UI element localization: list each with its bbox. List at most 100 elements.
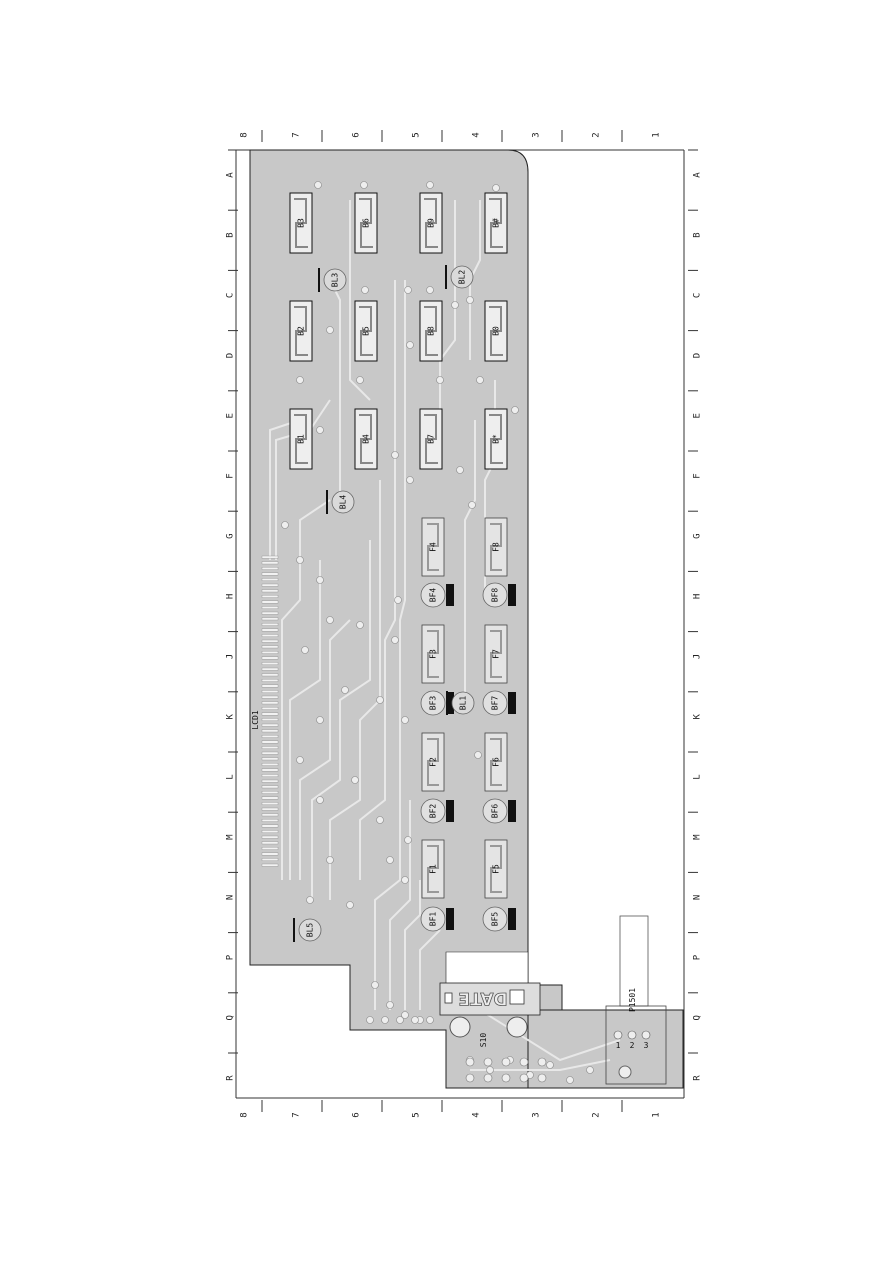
lcd-connector-strip <box>261 555 279 867</box>
bl-footprint: BL5 <box>293 918 322 942</box>
via <box>386 1001 394 1009</box>
via <box>411 1016 419 1024</box>
switch-pad <box>519 1057 529 1067</box>
key-footprint: B6 <box>354 192 378 254</box>
lcd-pin <box>261 796 279 800</box>
led-polarity-mark <box>446 692 454 714</box>
switch-label: S10 <box>479 1033 488 1048</box>
led-label: BF2 <box>429 804 438 819</box>
via <box>436 376 444 384</box>
vias <box>281 181 594 1084</box>
bl-outline <box>298 918 322 942</box>
led-footprint: BF5 <box>482 906 516 932</box>
lcd-pin <box>261 623 279 626</box>
led-label: BF5 <box>491 912 500 927</box>
row-label-left: H <box>226 594 236 599</box>
via <box>281 521 289 529</box>
row-label-left: R <box>226 1075 236 1081</box>
via <box>306 896 314 904</box>
lcd-pin <box>261 779 279 783</box>
via <box>386 856 394 864</box>
pad-contact <box>490 523 502 571</box>
via <box>511 406 519 414</box>
row-label-left: M <box>226 834 236 840</box>
pad-footprint: F6 <box>484 732 508 792</box>
key-label: B5 <box>362 326 371 336</box>
key-label: B1 <box>297 434 306 444</box>
led-polarity-mark <box>446 584 454 606</box>
column-label-top: 5 <box>412 132 422 137</box>
pad-footprint: F7 <box>484 624 508 684</box>
pad-label: F4 <box>429 542 438 552</box>
lcd-pin <box>261 841 279 845</box>
via <box>396 1016 404 1024</box>
key-contact <box>359 198 373 248</box>
row-label-right: P <box>693 954 703 960</box>
lcd-pin <box>261 634 279 637</box>
row-label-right: B <box>693 232 703 237</box>
via <box>466 296 474 304</box>
led-label: BF8 <box>491 588 500 603</box>
led-footprint: BF6 <box>482 798 516 824</box>
via <box>296 556 304 564</box>
led-outline <box>482 906 508 932</box>
led-footprint: BF8 <box>482 582 516 608</box>
column-label-bottom: 8 <box>240 1112 250 1117</box>
lcd-label: LCD1 <box>251 710 260 729</box>
row-label-left: B <box>226 232 236 237</box>
key-contact <box>489 198 503 248</box>
lcd-pin <box>261 617 279 621</box>
switch-pad <box>501 1057 511 1067</box>
pad-footprint: F4 <box>421 517 445 577</box>
lcd-pin <box>261 740 279 744</box>
bl-outline <box>450 265 474 289</box>
lcd-pin <box>261 768 279 772</box>
lcd-pin <box>261 667 279 671</box>
board-notch <box>445 951 529 986</box>
led-outline <box>420 798 446 824</box>
lcd-pin <box>261 679 279 682</box>
via <box>394 596 402 604</box>
key-contact <box>424 198 438 248</box>
via <box>492 184 500 192</box>
lcd-pin <box>261 813 279 817</box>
key-footprint: B2 <box>289 300 313 362</box>
via <box>426 181 434 189</box>
column-label-bottom: 4 <box>472 1112 482 1117</box>
connector-pin <box>613 1030 623 1040</box>
row-label-left: D <box>226 353 236 358</box>
lcd-pin <box>261 583 279 587</box>
lcd-pin <box>261 723 279 727</box>
row-label-right: G <box>693 533 703 538</box>
via <box>316 426 324 434</box>
via <box>451 301 459 309</box>
lcd-pin <box>261 751 279 755</box>
lcd-pin <box>261 572 279 576</box>
lcd-pin <box>261 662 279 665</box>
row-label-left: A <box>226 172 236 178</box>
via <box>546 1061 554 1069</box>
column-label-top: 8 <box>240 132 250 137</box>
via <box>376 696 384 704</box>
lcd-pin <box>261 645 279 649</box>
key-contact <box>424 414 438 464</box>
lcd-pin <box>261 651 279 654</box>
column-label-bottom: 1 <box>652 1112 662 1117</box>
column-label-bottom: 2 <box>592 1112 602 1117</box>
led-outline <box>420 690 446 716</box>
via <box>326 326 334 334</box>
key-label: B7 <box>427 434 436 444</box>
lcd-pin <box>261 695 279 699</box>
via <box>406 476 414 484</box>
via <box>366 1016 374 1024</box>
row-label-left: E <box>226 413 236 418</box>
bl-label: BL1 <box>459 696 468 711</box>
key-footprint: B0 <box>484 300 508 362</box>
lcd-pin <box>261 852 279 856</box>
bl-footprint: BL4 <box>326 490 355 514</box>
lcd-pin <box>261 858 279 861</box>
